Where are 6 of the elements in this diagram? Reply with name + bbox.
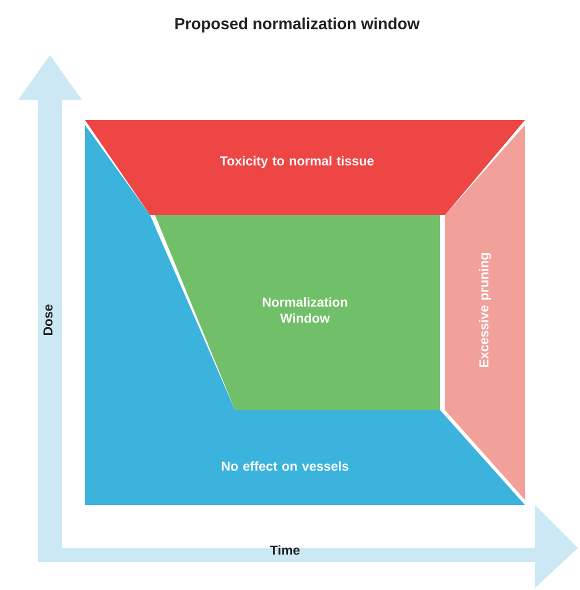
title: Proposed normalization window — [175, 18, 420, 32]
region: Excessive pruning — [445, 125, 525, 500]
region: Normalization Window — [155, 215, 440, 410]
axis-label: Time — [270, 545, 300, 555]
axis-label: Dose — [43, 304, 53, 336]
region: Toxicity to normal tissue — [85, 120, 525, 215]
